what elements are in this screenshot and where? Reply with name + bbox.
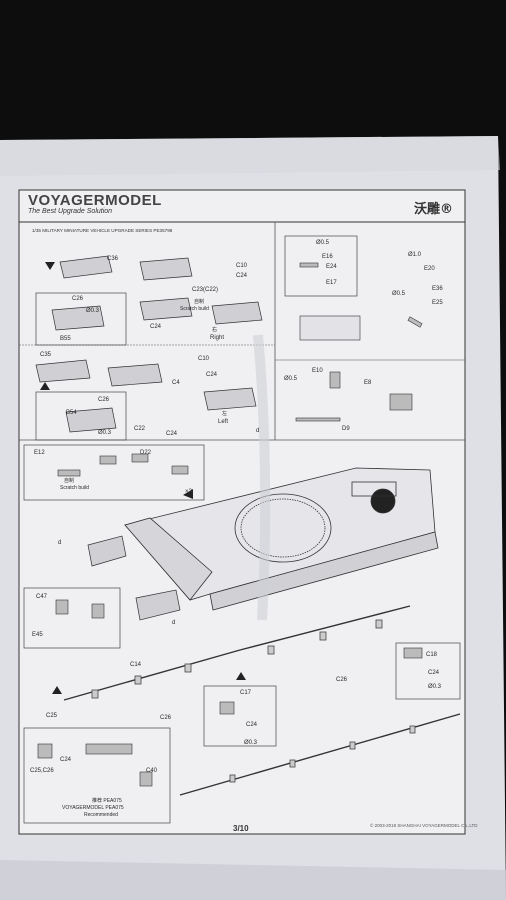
note-label: 自制 [64,478,75,484]
copyright-text: © 2003-2018 SHANGHAI VOYAGERMODEL Co.,LT… [370,823,478,828]
part-label: C24 [150,324,162,330]
note-label: Scratch build [180,306,209,312]
part-label: E45 [32,632,43,638]
part-label: D9 [342,426,350,432]
part-label: C10 [236,263,248,269]
part-label: C25 [46,713,58,719]
note-label: 左 [222,411,228,417]
part-label: C17 [240,690,252,696]
part-label: Ø0.5 [316,240,330,246]
part-label: C24 [206,372,218,378]
part-label: E12 [34,450,45,456]
brand-tagline: The Best Upgrade Solution [28,208,113,215]
part-label: C35 [40,352,52,358]
note-label: ×2 [185,489,192,495]
ref-label: d [172,620,176,626]
note-label: Left [218,419,229,425]
part-label: Ø0.3 [428,684,442,690]
part-label: E25 [432,300,443,306]
part-label: Ø0.3 [244,740,258,746]
part-label: B54 [66,410,77,416]
part-label: E24 [326,264,337,270]
part-label: C24 [236,273,248,279]
part-label: C4 [172,380,180,386]
part-label: C10 [198,356,210,362]
part-label: Ø0.5 [284,376,298,382]
brand-logo: VOYAGERMODEL [28,192,162,209]
part-label: C26 [72,296,84,302]
part-label: Ø1.0 [408,252,422,258]
part-label: C22 [134,426,146,432]
note-label: 右 [212,327,218,333]
part-label: C24 [246,722,258,728]
part-label: Ø0.5 [392,291,406,297]
note-label: 自制 [194,299,205,305]
ref-label: d [58,540,62,546]
note-label: 推荐 PEA075 [92,798,122,804]
part-label: C18 [426,652,438,658]
part-label: C26 [336,677,348,683]
part-label: C26 [160,715,172,721]
part-label: D22 [140,450,152,456]
note-label: Right [210,335,225,341]
part-label: Ø0.3 [98,430,112,436]
note-label: Scratch build [60,485,89,491]
part-label: E20 [424,266,435,272]
part-label: E10 [312,368,323,374]
part-label: C36 [107,256,119,262]
part-label: C40 [146,768,158,774]
part-label: C26 [98,397,110,403]
part-label: E36 [432,286,443,292]
part-label: E8 [364,380,372,386]
note-label: Recommended [84,812,118,818]
part-label: C23(C22) [192,287,219,293]
part-label: C25,C26 [30,768,54,774]
part-label: B55 [60,336,71,342]
part-label: Ø0.3 [86,308,100,314]
part-label: E17 [326,280,337,286]
part-label: E16 [322,254,333,260]
part-label: C47 [36,594,48,600]
part-label: C24 [428,670,440,676]
note-label: VOYAGERMODEL PEA075 [62,805,124,811]
part-label: C24 [60,757,72,763]
sheet-subtitle: 1/35 MILITARY MINIATURE VEHICLE UPGRADE … [32,228,173,233]
part-label: C14 [130,662,142,668]
ref-label: d [256,428,260,434]
part-label: C24 [166,431,178,437]
page-number: 3/10 [233,824,249,833]
chinese-logo: 沃雕® [414,202,454,217]
